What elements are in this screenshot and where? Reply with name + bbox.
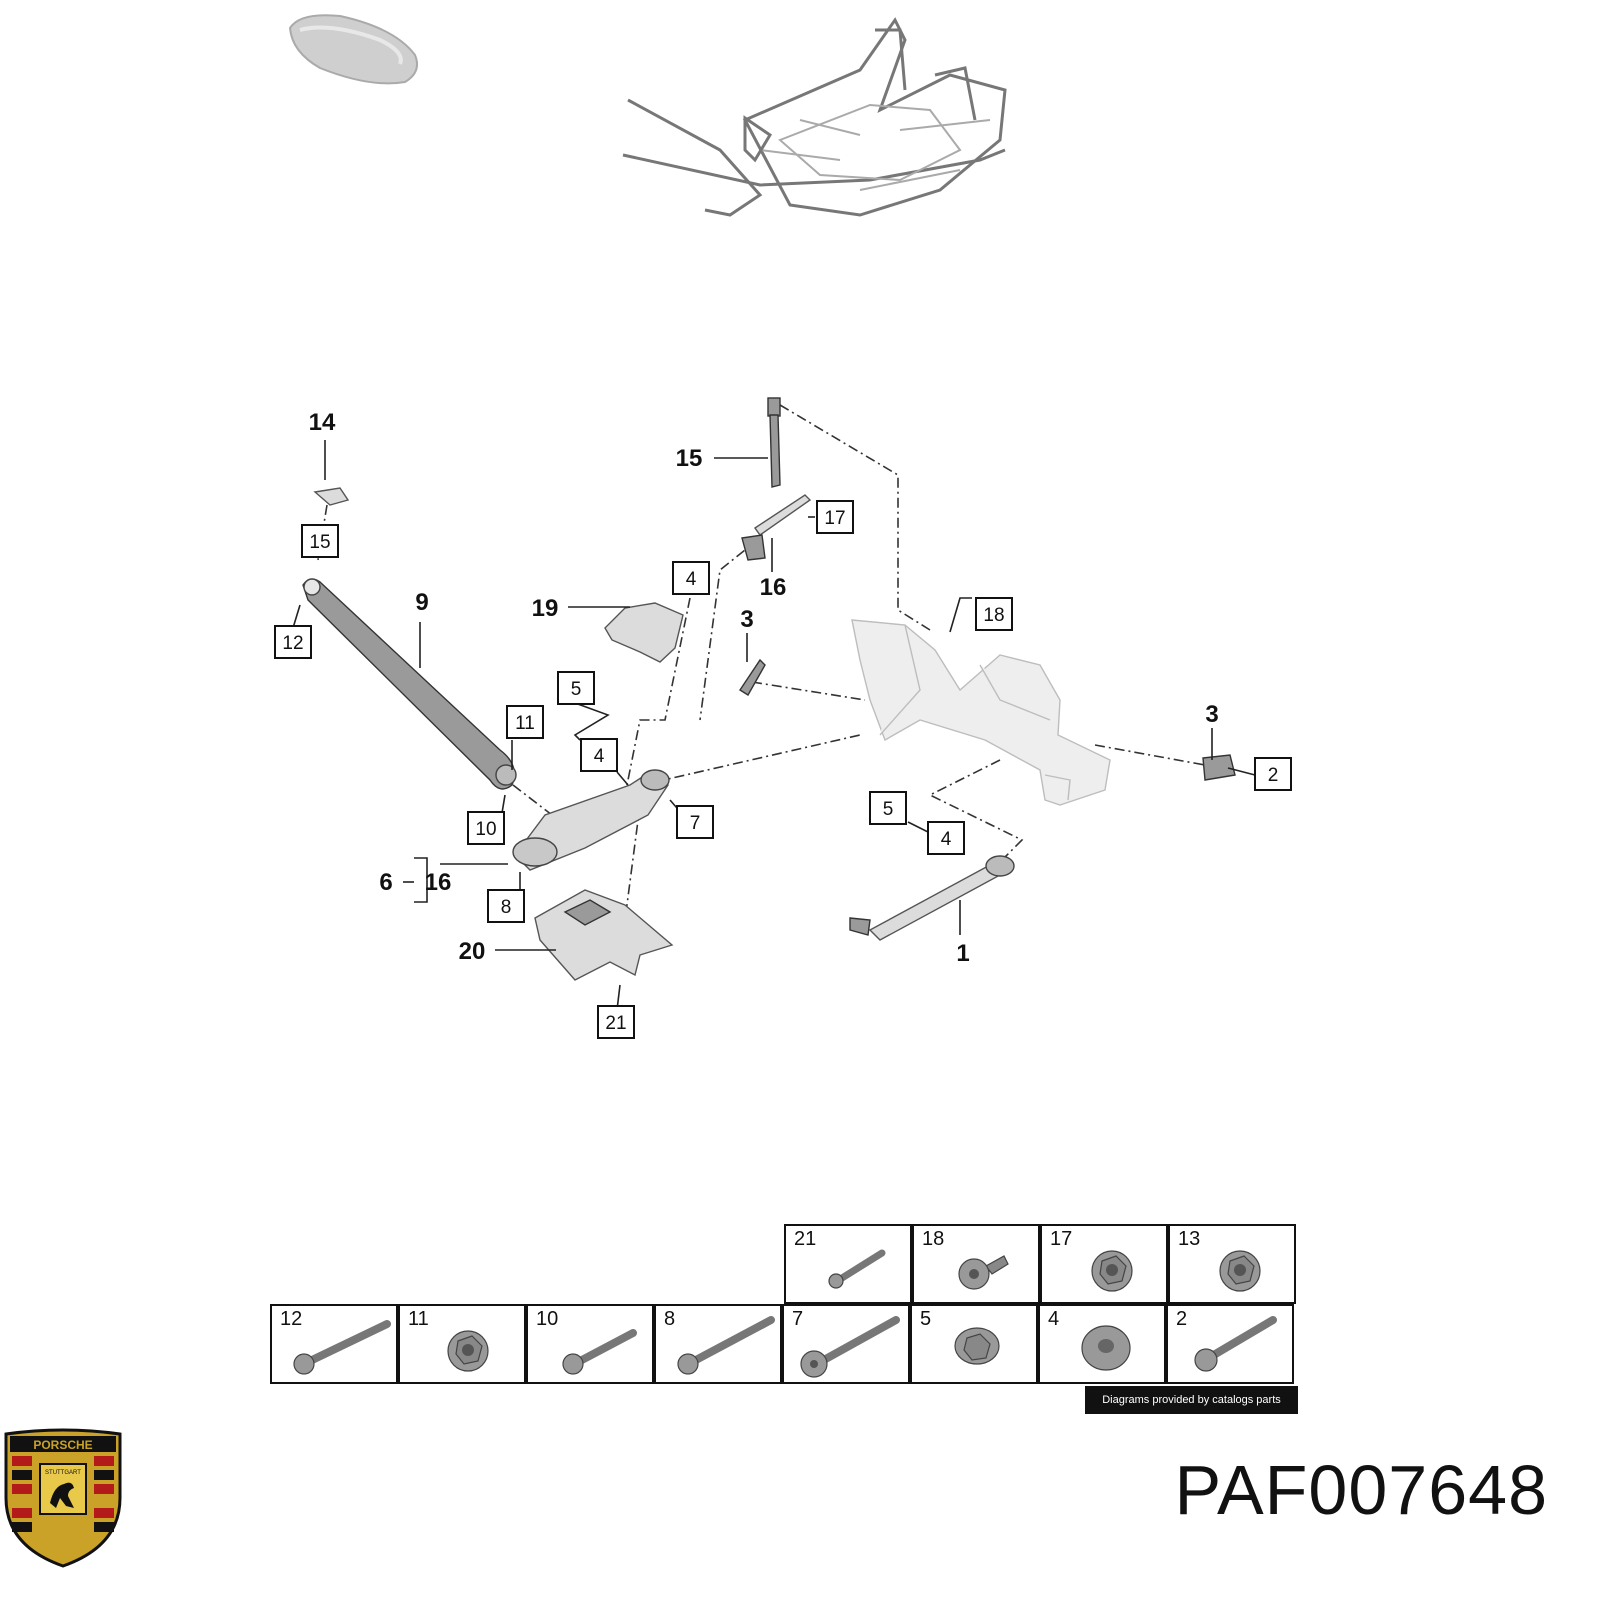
svg-text:4: 4 xyxy=(686,569,697,590)
callout-3: 3 xyxy=(740,606,753,633)
long-bolt-icon xyxy=(1194,1316,1277,1372)
hw-ref: 21 xyxy=(794,1228,817,1250)
long-bolt-icon xyxy=(293,1320,391,1375)
callout-9: 9 xyxy=(415,589,428,616)
flange-nut-icon xyxy=(447,1330,489,1372)
hardware-table: 21 18 17 13 12 xyxy=(270,1224,1300,1386)
part-20-spring-cover xyxy=(534,889,674,981)
part-19-cover xyxy=(604,602,684,663)
boxed-ref-12: 12 xyxy=(274,625,312,659)
svg-text:PORSCHE: PORSCHE xyxy=(33,1438,92,1452)
callout-numbers: 14 15 9 19 16 3 3 6 16 20 1 xyxy=(309,409,1219,967)
boxed-ref-5: 5 xyxy=(869,791,907,825)
boxed-ref-4: 4 xyxy=(672,561,710,595)
callout-6: 6 xyxy=(379,869,392,896)
boxed-refs: 15 12 4 17 18 5 11 4 10 7 8 21 5 4 2 xyxy=(274,500,1292,1039)
flange-nut-icon xyxy=(1219,1250,1261,1292)
callout-1: 1 xyxy=(956,940,969,967)
porsche-crest-logo: PORSCHE STUTTGART xyxy=(4,1428,122,1568)
part-16-level-sensor xyxy=(741,494,812,561)
callout-16: 16 xyxy=(760,574,787,601)
hw-cell-8: 8 xyxy=(654,1304,782,1384)
boxed-ref-10: 10 xyxy=(467,811,505,845)
car-thumbnail-icon xyxy=(288,14,418,85)
part-6-lower-arm xyxy=(512,769,670,871)
part-15-sensor-link xyxy=(767,397,781,488)
part-3-bracket-left xyxy=(739,658,766,696)
svg-text:2: 2 xyxy=(1268,765,1279,786)
boxed-ref-5: 5 xyxy=(557,671,595,705)
svg-text:4: 4 xyxy=(941,829,952,850)
callout-20: 20 xyxy=(459,938,486,965)
part-14-bracket xyxy=(313,487,350,506)
hw-cell-10: 10 xyxy=(526,1304,654,1384)
washer-icon xyxy=(1081,1325,1131,1371)
long-bolt-icon xyxy=(562,1329,637,1375)
svg-text:STUTTGART: STUTTGART xyxy=(45,1470,81,1476)
cam-washer-nut-icon xyxy=(954,1327,1000,1365)
hw-cell-13: 13 xyxy=(1168,1224,1296,1304)
boxed-ref-21: 21 xyxy=(597,1005,635,1039)
svg-text:17: 17 xyxy=(824,508,845,529)
svg-text:15: 15 xyxy=(309,532,330,553)
long-bolt-icon xyxy=(677,1316,775,1375)
hw-cell-7: 7 xyxy=(782,1304,910,1384)
boxed-ref-4: 4 xyxy=(927,821,965,855)
part-number: PAF007648 xyxy=(1174,1451,1548,1529)
svg-text:12: 12 xyxy=(282,633,303,654)
boxed-ref-11: 11 xyxy=(506,705,544,739)
callout-19: 19 xyxy=(532,595,559,622)
subframe-overview-image xyxy=(622,17,1007,217)
svg-text:18: 18 xyxy=(983,605,1004,626)
svg-text:7: 7 xyxy=(690,813,701,834)
svg-text:11: 11 xyxy=(515,713,535,734)
callout-14: 14 xyxy=(309,409,336,436)
part-9-link-arm xyxy=(302,578,517,790)
short-bolt-icon xyxy=(828,1249,886,1289)
callout-15: 15 xyxy=(676,445,703,472)
boxed-ref-18: 18 xyxy=(975,597,1013,631)
boxed-ref-15: 15 xyxy=(301,524,339,558)
hw-cell-18: 18 xyxy=(912,1224,1040,1304)
boxed-ref-8: 8 xyxy=(487,889,525,923)
flange-bolt-icon xyxy=(958,1255,1009,1290)
callout-16: 16 xyxy=(425,869,452,896)
flange-nut-icon xyxy=(1091,1250,1133,1292)
hw-cell-21: 21 xyxy=(784,1224,912,1304)
svg-text:5: 5 xyxy=(571,679,582,700)
callout-3: 3 xyxy=(1205,701,1218,728)
boxed-ref-7: 7 xyxy=(676,805,714,839)
svg-text:5: 5 xyxy=(883,799,894,820)
boxed-ref-2: 2 xyxy=(1254,757,1292,791)
hw-cell-2: 2 xyxy=(1166,1304,1294,1384)
svg-text:10: 10 xyxy=(475,819,496,840)
hw-cell-5: 5 xyxy=(910,1304,1038,1384)
hw-cell-4: 4 xyxy=(1038,1304,1166,1384)
svg-text:21: 21 xyxy=(605,1013,626,1034)
svg-text:8: 8 xyxy=(501,897,512,918)
boxed-ref-4: 4 xyxy=(580,738,618,772)
diagram-credit: Diagrams provided by catalogs parts xyxy=(1085,1386,1298,1414)
eccentric-bolt-icon xyxy=(800,1316,900,1378)
part-3-bracket-right xyxy=(1202,754,1236,781)
hw-cell-11: 11 xyxy=(398,1304,526,1384)
part-1-toe-link xyxy=(849,855,1015,941)
hw-cell-17: 17 xyxy=(1040,1224,1168,1304)
main-subframe xyxy=(851,619,1111,806)
boxed-ref-17: 17 xyxy=(816,500,854,534)
hw-cell-12: 12 xyxy=(270,1304,398,1384)
svg-text:4: 4 xyxy=(594,746,605,767)
